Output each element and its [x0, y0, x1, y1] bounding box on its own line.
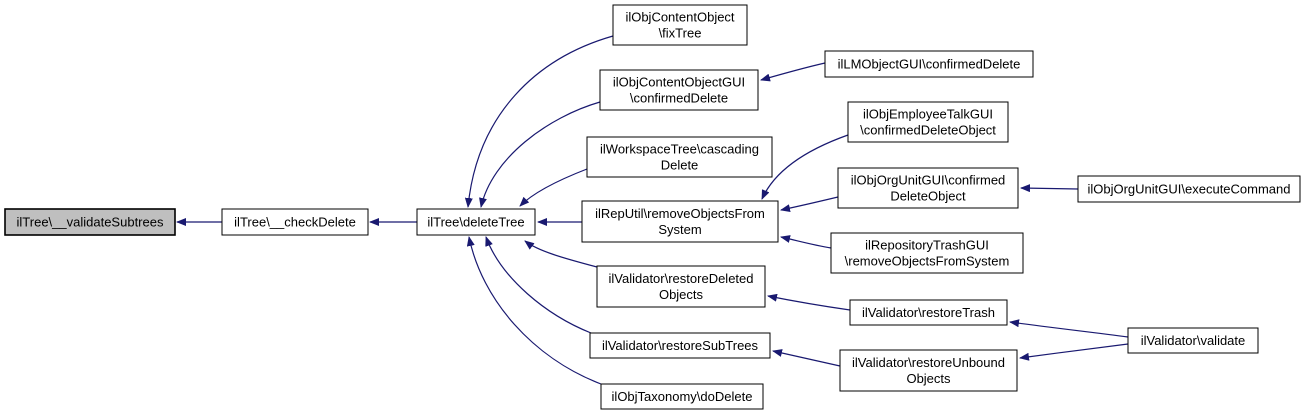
- node-label: Delete: [661, 158, 699, 173]
- node-label: ilRepositoryTrashGUI: [865, 238, 989, 253]
- node-doDelete[interactable]: ilObjTaxonomy\doDelete: [600, 383, 764, 410]
- node-label: DeleteObject: [890, 189, 966, 204]
- node-label: ilObjTaxonomy\doDelete: [612, 389, 753, 404]
- node-label: \confirmedDelete: [630, 91, 728, 106]
- node-orgUnitExecute[interactable]: ilObjOrgUnitGUI\executeCommand: [1077, 175, 1301, 203]
- node-fixTree[interactable]: ilObjContentObject\fixTree: [612, 4, 748, 46]
- node-label: ilObjOrgUnitGUI\executeCommand: [1087, 182, 1290, 197]
- node-box[interactable]: [1127, 327, 1259, 354]
- node-label: ilTree\__checkDelete: [234, 215, 356, 230]
- edge-workspaceTree-to-deleteTree: [519, 168, 588, 207]
- node-layer: ilTree\__validateSubtrees ilTree\__checkD…: [4, 4, 1301, 410]
- node-restoreSubTrees[interactable]: ilValidator\restoreSubTrees: [589, 332, 771, 359]
- node-label: Objects: [906, 371, 951, 386]
- edge-repositoryTrashGUI-to-repUtil: [780, 235, 832, 249]
- node-box[interactable]: [416, 208, 536, 236]
- node-lmObjectGUI[interactable]: ilLMObjectGUI\confirmedDelete: [824, 50, 1034, 78]
- node-label: ilLMObjectGUI\confirmedDelete: [838, 57, 1021, 72]
- node-box[interactable]: [4, 208, 176, 236]
- node-orgUnitConfirmed[interactable]: ilObjOrgUnitGUI\confirmedDeleteObject: [837, 167, 1019, 209]
- edge-confirmedDeleteGUI-to-deleteTree: [479, 101, 601, 208]
- node-box[interactable]: [600, 383, 764, 410]
- node-box[interactable]: [221, 208, 369, 236]
- node-deleteTree[interactable]: ilTree\deleteTree: [416, 208, 536, 236]
- node-box[interactable]: [599, 69, 759, 111]
- node-label: ilValidator\restoreUnbound: [852, 355, 1005, 370]
- node-box[interactable]: [1077, 175, 1301, 203]
- node-box[interactable]: [586, 136, 773, 178]
- edge-restoreTrash-to-restoreDeleted: [767, 293, 851, 311]
- node-label: ilTree\deleteTree: [427, 215, 524, 230]
- node-label: ilValidator\restoreTrash: [862, 305, 995, 320]
- node-label: ilObjContentObjectGUI: [613, 75, 745, 90]
- node-label: ilValidator\restoreSubTrees: [602, 338, 759, 353]
- node-confirmedDeleteGUI[interactable]: ilObjContentObjectGUI\confirmedDelete: [599, 69, 759, 111]
- node-box[interactable]: [837, 167, 1019, 209]
- edge-restoreUnbound-to-restoreSubTrees: [772, 349, 841, 367]
- node-label: \fixTree: [659, 26, 702, 41]
- node-checkDelete[interactable]: ilTree\__checkDelete: [221, 208, 369, 236]
- edge-restoreDeleted-to-deleteTree: [524, 240, 598, 268]
- node-restoreTrash[interactable]: ilValidator\restoreTrash: [849, 299, 1008, 326]
- node-box[interactable]: [824, 50, 1034, 78]
- node-label: System: [658, 222, 701, 237]
- node-repositoryTrashGUI[interactable]: ilRepositoryTrashGUI\removeObjectsFromSy…: [830, 232, 1024, 274]
- node-validateSubtrees[interactable]: ilTree\__validateSubtrees: [4, 208, 176, 236]
- edge-employeeTalkGUI-to-repUtil: [761, 134, 849, 200]
- node-box[interactable]: [847, 101, 1009, 143]
- edge-lmObjectGUI-to-confirmedDeleteGUI: [760, 62, 826, 82]
- node-label: ilObjOrgUnitGUI\confirmed: [851, 173, 1006, 188]
- node-employeeTalkGUI[interactable]: ilObjEmployeeTalkGUI\confirmedDeleteObje…: [847, 101, 1009, 143]
- edge-restoreSubTrees-to-deleteTree: [485, 236, 592, 334]
- node-label: ilObjEmployeeTalkGUI: [863, 107, 993, 122]
- node-validate[interactable]: ilValidator\validate: [1127, 327, 1259, 354]
- node-label: ilRepUtil\removeObjectsFrom: [595, 206, 765, 221]
- edge-orgUnitConfirmed-to-repUtil: [780, 196, 839, 213]
- edge-layer: [176, 35, 1129, 385]
- node-label: ilValidator\validate: [1141, 333, 1246, 348]
- edge-orgUnitExecute-to-orgUnitConfirmed: [1020, 184, 1079, 193]
- node-box[interactable]: [612, 4, 748, 46]
- node-label: ilTree\__validateSubtrees: [17, 215, 164, 230]
- node-box[interactable]: [589, 332, 771, 359]
- edge-fixTree-to-deleteTree: [464, 35, 614, 208]
- edge-doDelete-to-deleteTree: [466, 236, 602, 385]
- node-label: ilValidator\restoreDeleted: [609, 271, 754, 286]
- node-label: \removeObjectsFromSystem: [845, 254, 1010, 269]
- node-box[interactable]: [849, 299, 1008, 326]
- node-box[interactable]: [830, 232, 1024, 274]
- node-box[interactable]: [581, 200, 779, 243]
- node-label: Objects: [659, 287, 704, 302]
- node-label: ilWorkspaceTree\cascading: [600, 142, 759, 157]
- node-box[interactable]: [839, 349, 1018, 392]
- node-label: \confirmedDeleteObject: [860, 123, 996, 138]
- node-box[interactable]: [596, 265, 766, 308]
- edge-validate-to-restoreTrash: [1009, 319, 1129, 338]
- edge-validate-to-restoreUnbound: [1019, 343, 1129, 361]
- node-repUtil[interactable]: ilRepUtil\removeObjectsFromSystem: [581, 200, 779, 243]
- node-label: ilObjContentObject: [625, 10, 734, 25]
